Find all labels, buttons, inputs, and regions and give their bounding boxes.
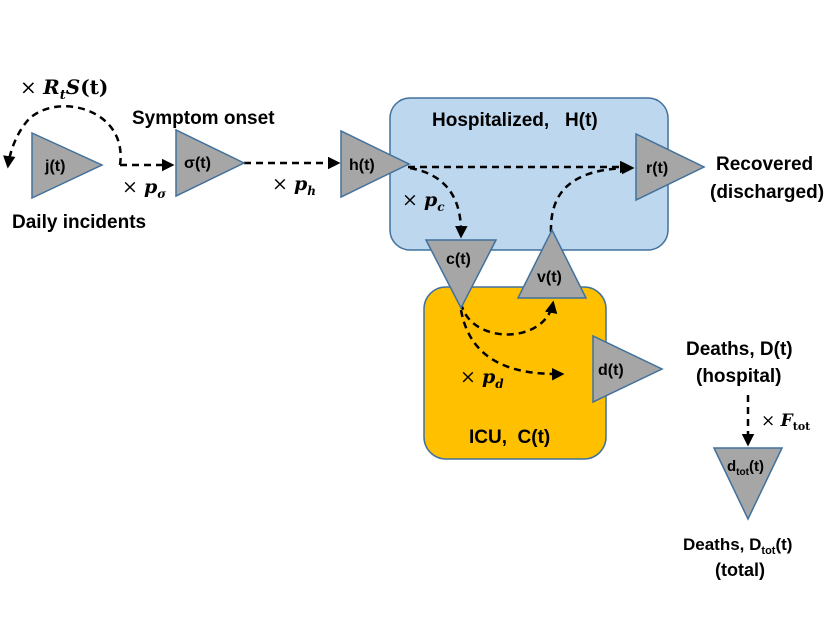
daily-incidents-label: Daily incidents (12, 212, 146, 233)
discharged-label: (discharged) (710, 182, 824, 203)
symptom-onset-label: Symptom onset (132, 108, 275, 129)
factor-p-c: × pc (402, 189, 445, 214)
factor-rts: × RtS(t) (20, 75, 108, 103)
factor-f-tot: × Ftot (761, 411, 811, 433)
recovered-label: Recovered (716, 154, 813, 175)
deaths-hospital-label: Deaths, D(t) (686, 339, 793, 360)
factor-p-sigma: × pσ (122, 176, 166, 201)
node-r-label: r(t) (646, 160, 668, 177)
feedback-arrow-j (3, 105, 122, 169)
node-d-triangle (592, 334, 664, 404)
arrow-v-to-r (549, 161, 635, 233)
total-qualifier-label: (total) (715, 560, 765, 580)
node-j-triangle (31, 131, 104, 200)
node-dtot-triangle (712, 447, 784, 521)
hospital-qualifier-label: (hospital) (696, 366, 782, 387)
node-h-label: h(t) (349, 157, 375, 174)
factor-p-d: × pd (460, 366, 504, 391)
icu-title: ICU, C(t) (469, 427, 550, 448)
node-r-triangle (635, 132, 706, 202)
node-v-label: v(t) (537, 269, 562, 286)
node-h-triangle (340, 129, 411, 199)
node-c-label: c(t) (446, 251, 471, 268)
node-sigma-triangle (175, 128, 246, 198)
factor-p-h: × ph (272, 173, 316, 198)
deaths-total-label: Deaths, Dtot(t) (683, 535, 792, 557)
node-c-triangle (424, 239, 498, 310)
arrow-c-to-v (459, 300, 558, 336)
node-j-label: j(t) (44, 158, 65, 175)
node-dtot-label: dtot(t) (727, 458, 764, 478)
node-d-label: d(t) (598, 362, 624, 379)
arrow-c-to-d (459, 309, 565, 381)
node-v-triangle (516, 228, 588, 299)
hospitalized-title: Hospitalized, H(t) (432, 110, 598, 131)
node-sigma-label: σ(t) (184, 155, 211, 172)
